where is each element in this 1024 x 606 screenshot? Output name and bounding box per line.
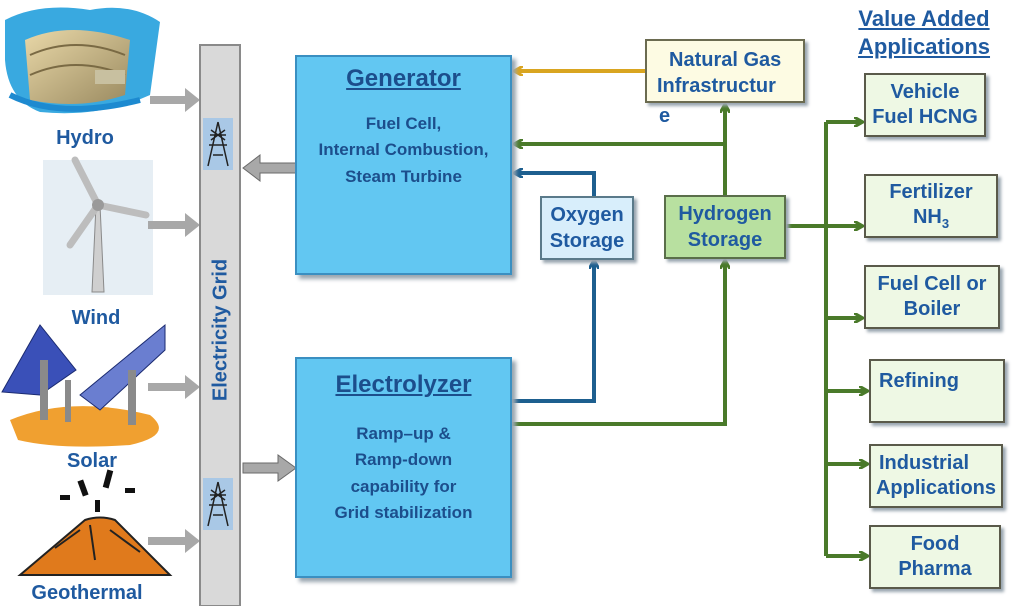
- generator-line: Fuel Cell,: [365, 114, 442, 133]
- natural-gas-infrastructure-box: Natural Gas Infrastructur e: [645, 39, 805, 127]
- industrial-line: Applications: [875, 477, 996, 499]
- hydrogen-storage-line: Hydrogen: [678, 203, 772, 225]
- oxygen-storage-box: Oxygen Storage: [540, 196, 634, 260]
- food-line: Pharma: [898, 558, 972, 580]
- value-added-applications-title: Value Added Applications: [858, 5, 990, 60]
- electrolyzer-line: Grid stabilization: [334, 503, 473, 523]
- geothermal-volcano-picture: [17, 469, 173, 576]
- value-added-title-line: Value Added: [858, 6, 990, 31]
- hydro-label: Hydro: [56, 127, 114, 149]
- fertilizer-formula-base: NH: [912, 205, 942, 228]
- vehicle-fuel-box: Vehicle Fuel HCNG: [864, 73, 986, 137]
- hydro-dam-picture: [5, 7, 160, 114]
- industrial-applications-box: Industrial Applications: [869, 444, 1003, 508]
- electrolyzer-title: Electrolyzer: [335, 371, 472, 398]
- fuel-cell-line: Boiler: [903, 298, 961, 320]
- electrolyzer-line: capability for: [350, 476, 457, 496]
- geothermal-label: Geothermal: [31, 582, 143, 604]
- grid-gray-arrows: [242, 153, 297, 482]
- refining-box: Refining: [869, 359, 1005, 423]
- natural-gas-line: e: [659, 105, 671, 127]
- solar-label: Solar: [66, 450, 118, 472]
- wind-turbine-picture: [43, 156, 153, 295]
- wind-label: Wind: [71, 307, 121, 329]
- generator-title: Generator: [346, 65, 461, 92]
- vehicle-line: Vehicle: [890, 81, 960, 103]
- oxygen-to-generator-arrow: [516, 173, 596, 196]
- fertilizer-line: Fertilizer: [889, 180, 973, 203]
- electricity-grid-label: Electricity Grid: [209, 258, 232, 402]
- fertilizer-formula-subscript: 3: [941, 215, 950, 231]
- fertilizer-formula: NH3: [913, 205, 949, 232]
- hydrogen-storage-line: Storage: [687, 229, 763, 251]
- fuel-cell-boiler-box: Fuel Cell or Boiler: [864, 265, 1000, 329]
- transmission-tower-icon: [203, 478, 233, 530]
- generator-line: Steam Turbine: [345, 166, 462, 186]
- industrial-line: Industrial: [879, 452, 970, 474]
- hydrogen-to-applications-trunk: [786, 122, 828, 556]
- electrolyzer-line: Ramp–up &: [356, 424, 451, 443]
- refining-line: Refining: [879, 370, 959, 392]
- fuel-cell-line: Fuel Cell or: [877, 273, 987, 295]
- source-to-grid-arrows: [148, 88, 200, 553]
- oxygen-storage-line: Storage: [549, 230, 625, 252]
- electrolyzer-box: Electrolyzer Ramp–up & Ramp-down capabil…: [295, 357, 512, 578]
- solar-panels-picture: [1, 323, 166, 447]
- generator-box: Generator Fuel Cell, Internal Combustion…: [295, 55, 512, 275]
- natural-gas-line: Infrastructur: [657, 75, 776, 97]
- value-added-title-line: Applications: [858, 33, 991, 59]
- natural-gas-line: Natural Gas: [669, 49, 782, 71]
- transmission-tower-icon: [203, 118, 233, 170]
- fertilizer-box: Fertilizer NH3: [864, 174, 998, 238]
- generator-line: Internal Combustion,: [318, 140, 489, 160]
- electrolyzer-description: Ramp–up & Ramp-down capability for Grid …: [335, 421, 473, 526]
- food-line: Food: [910, 533, 960, 555]
- electrolyzer-line: Ramp-down: [354, 450, 453, 470]
- vehicle-line: Fuel HCNG: [872, 106, 978, 128]
- oxygen-storage-line: Oxygen: [550, 204, 624, 226]
- electrolyzer-to-hydrogen-arrow: [512, 262, 725, 426]
- generator-description: Fuel Cell, Internal Combustion, Steam Tu…: [319, 111, 489, 190]
- hydrogen-storage-box: Hydrogen Storage: [664, 195, 786, 259]
- electrolyzer-to-oxygen-arrow: [512, 262, 594, 403]
- food-pharma-box: Food Pharma: [869, 525, 1001, 589]
